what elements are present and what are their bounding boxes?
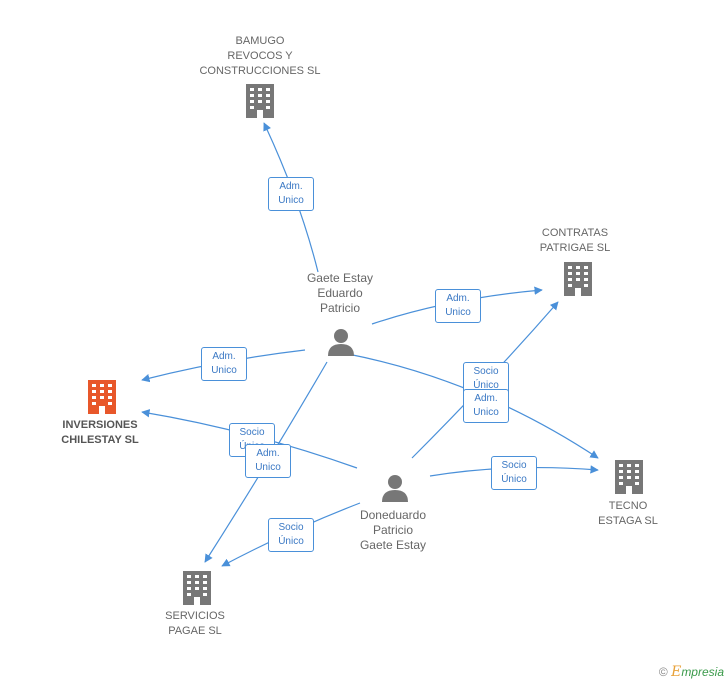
company-label-tecno[interactable]: TECNO ESTAGA SL: [598, 500, 658, 527]
person-icon: [328, 329, 354, 356]
person-label-gaete[interactable]: Gaete Estay Eduardo Patricio: [306, 271, 374, 315]
copyright-symbol: ©: [658, 665, 668, 679]
person-label-doneduardo[interactable]: Doneduardo Patricio Gaete Estay: [359, 508, 427, 552]
company-label-servicios[interactable]: SERVICIOS PAGAE SL: [165, 610, 225, 637]
company-label-contratas[interactable]: CONTRATAS PATRIGAE SL: [539, 227, 611, 254]
edge-label-gaete-tecno: Adm. Unico: [463, 389, 509, 423]
company-label-inversiones[interactable]: INVERSIONES CHILESTAY SL: [61, 419, 139, 446]
copyright-footer: © Empresia: [659, 664, 724, 680]
person-icon: [382, 475, 408, 502]
edge-label-gaete-contratas: Adm. Unico: [435, 289, 481, 323]
edge-label-gaete-servicios: Adm. Unico: [245, 444, 291, 478]
empresia-logo-text: mpresia: [681, 665, 724, 679]
empresia-logo-initial: E: [671, 664, 682, 680]
edge-label-gaete-inversiones: Adm. Unico: [201, 347, 247, 381]
edge-label-doneduardo-servicios: Socio Único: [268, 518, 314, 552]
edge-label-gaete-bamugo: Adm. Unico: [268, 177, 314, 211]
edge-label-doneduardo-tecno: Socio Único: [491, 456, 537, 490]
company-label-bamugo[interactable]: BAMUGO REVOCOS Y CONSTRUCCIONES SL: [199, 35, 321, 77]
